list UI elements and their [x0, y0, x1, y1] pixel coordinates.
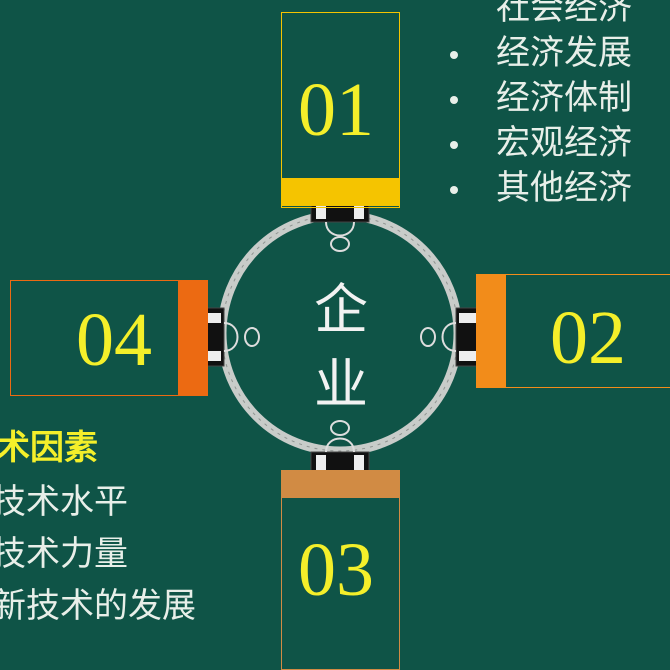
box-top-accent: [281, 178, 400, 206]
center-char-2: 业: [314, 353, 368, 416]
list-item: 新技术的发展: [0, 586, 196, 626]
list-item: 技术力量: [0, 534, 128, 574]
box-right-accent: [476, 274, 506, 388]
box-left-number: 04: [76, 298, 152, 382]
economic-factors-list: 社会经济 经济发展 经济体制 宏观经济 其他经济: [448, 0, 632, 211]
box-bottom-number: 03: [298, 528, 374, 612]
box-bottom-accent: [281, 470, 400, 498]
bullet-dot: [450, 186, 458, 194]
bullet-dot: [450, 141, 458, 149]
technology-factors-heading: 术因素: [0, 428, 98, 468]
box-top: [281, 12, 400, 208]
bullet-dot: [450, 51, 458, 59]
list-item-partial: 社会经济: [496, 0, 632, 28]
technology-factors-list: 术因素 技术水平 技术力量 新技术的发展: [0, 420, 196, 632]
list-item: 经济发展: [448, 31, 632, 76]
list-item: 技术水平: [0, 482, 128, 522]
list-item: 宏观经济: [448, 121, 632, 166]
box-right-number: 02: [550, 296, 626, 380]
list-item: 经济体制: [448, 76, 632, 121]
box-top-number: 01: [298, 68, 374, 152]
center-char-1: 企: [314, 278, 368, 341]
bullet-dot: [450, 96, 458, 104]
box-left-accent: [178, 280, 208, 396]
list-item: 其他经济: [448, 166, 632, 211]
